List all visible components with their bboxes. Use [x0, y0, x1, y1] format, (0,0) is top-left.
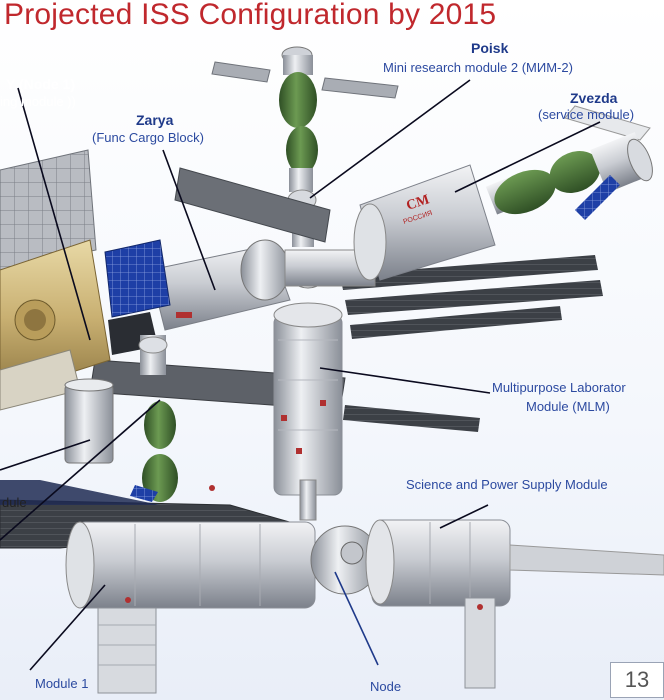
zarya-label-sub: (Func Cargo Block)	[92, 130, 204, 145]
soyuz-right-solar	[575, 175, 620, 220]
zarya-solar-array	[174, 167, 331, 243]
poisk-label-title: Poisk	[471, 40, 509, 56]
node1-label-sub: ing module ))	[0, 94, 76, 109]
page-number: 13	[610, 662, 664, 698]
node-label: Node	[370, 679, 402, 694]
leader-lines	[0, 79, 601, 671]
zarya-label-title: Zarya	[136, 112, 174, 128]
module-1-radiator	[97, 607, 157, 694]
mlm-label-line1: Multipurpose Laborator	[492, 380, 626, 395]
node1-label-title: Y (Node 1)	[6, 76, 75, 92]
blue-solar-panel	[104, 239, 171, 318]
spsm-label: Science and Power Supply Module	[406, 477, 608, 492]
soyuz-top-panel	[211, 61, 271, 83]
module1-label: Module 1	[35, 676, 89, 691]
solar-array-top-left	[0, 149, 97, 271]
solar-array-lower-left-blue	[0, 480, 160, 505]
left-partial-label: dule	[2, 495, 27, 510]
spsm-radiator	[464, 597, 496, 689]
cargo-module-left	[64, 384, 114, 464]
radiator-panel	[345, 280, 603, 315]
mlm-label-line2: Module (MLM)	[526, 399, 610, 414]
slide-title: Projected ISS Configuration by 2015	[4, 0, 497, 31]
module-1	[74, 521, 316, 609]
zvezda-label-title: Zvezda	[570, 90, 618, 106]
soyuz-top-orbital	[279, 72, 317, 128]
soyuz-top-panel	[321, 77, 399, 99]
radiator-panel	[340, 255, 598, 290]
radiator-panel	[343, 405, 480, 432]
mlm-module	[273, 314, 343, 496]
radiator-panel	[350, 306, 562, 339]
svg-text:СМ: СМ	[405, 192, 432, 213]
zvezda-label-sub: (service module)	[538, 107, 635, 122]
poisk-label-sub: Mini research module 2 (МИМ-2)	[383, 60, 573, 75]
soyuz-lower-left	[144, 401, 176, 449]
soyuz-right-orbital	[494, 169, 556, 215]
